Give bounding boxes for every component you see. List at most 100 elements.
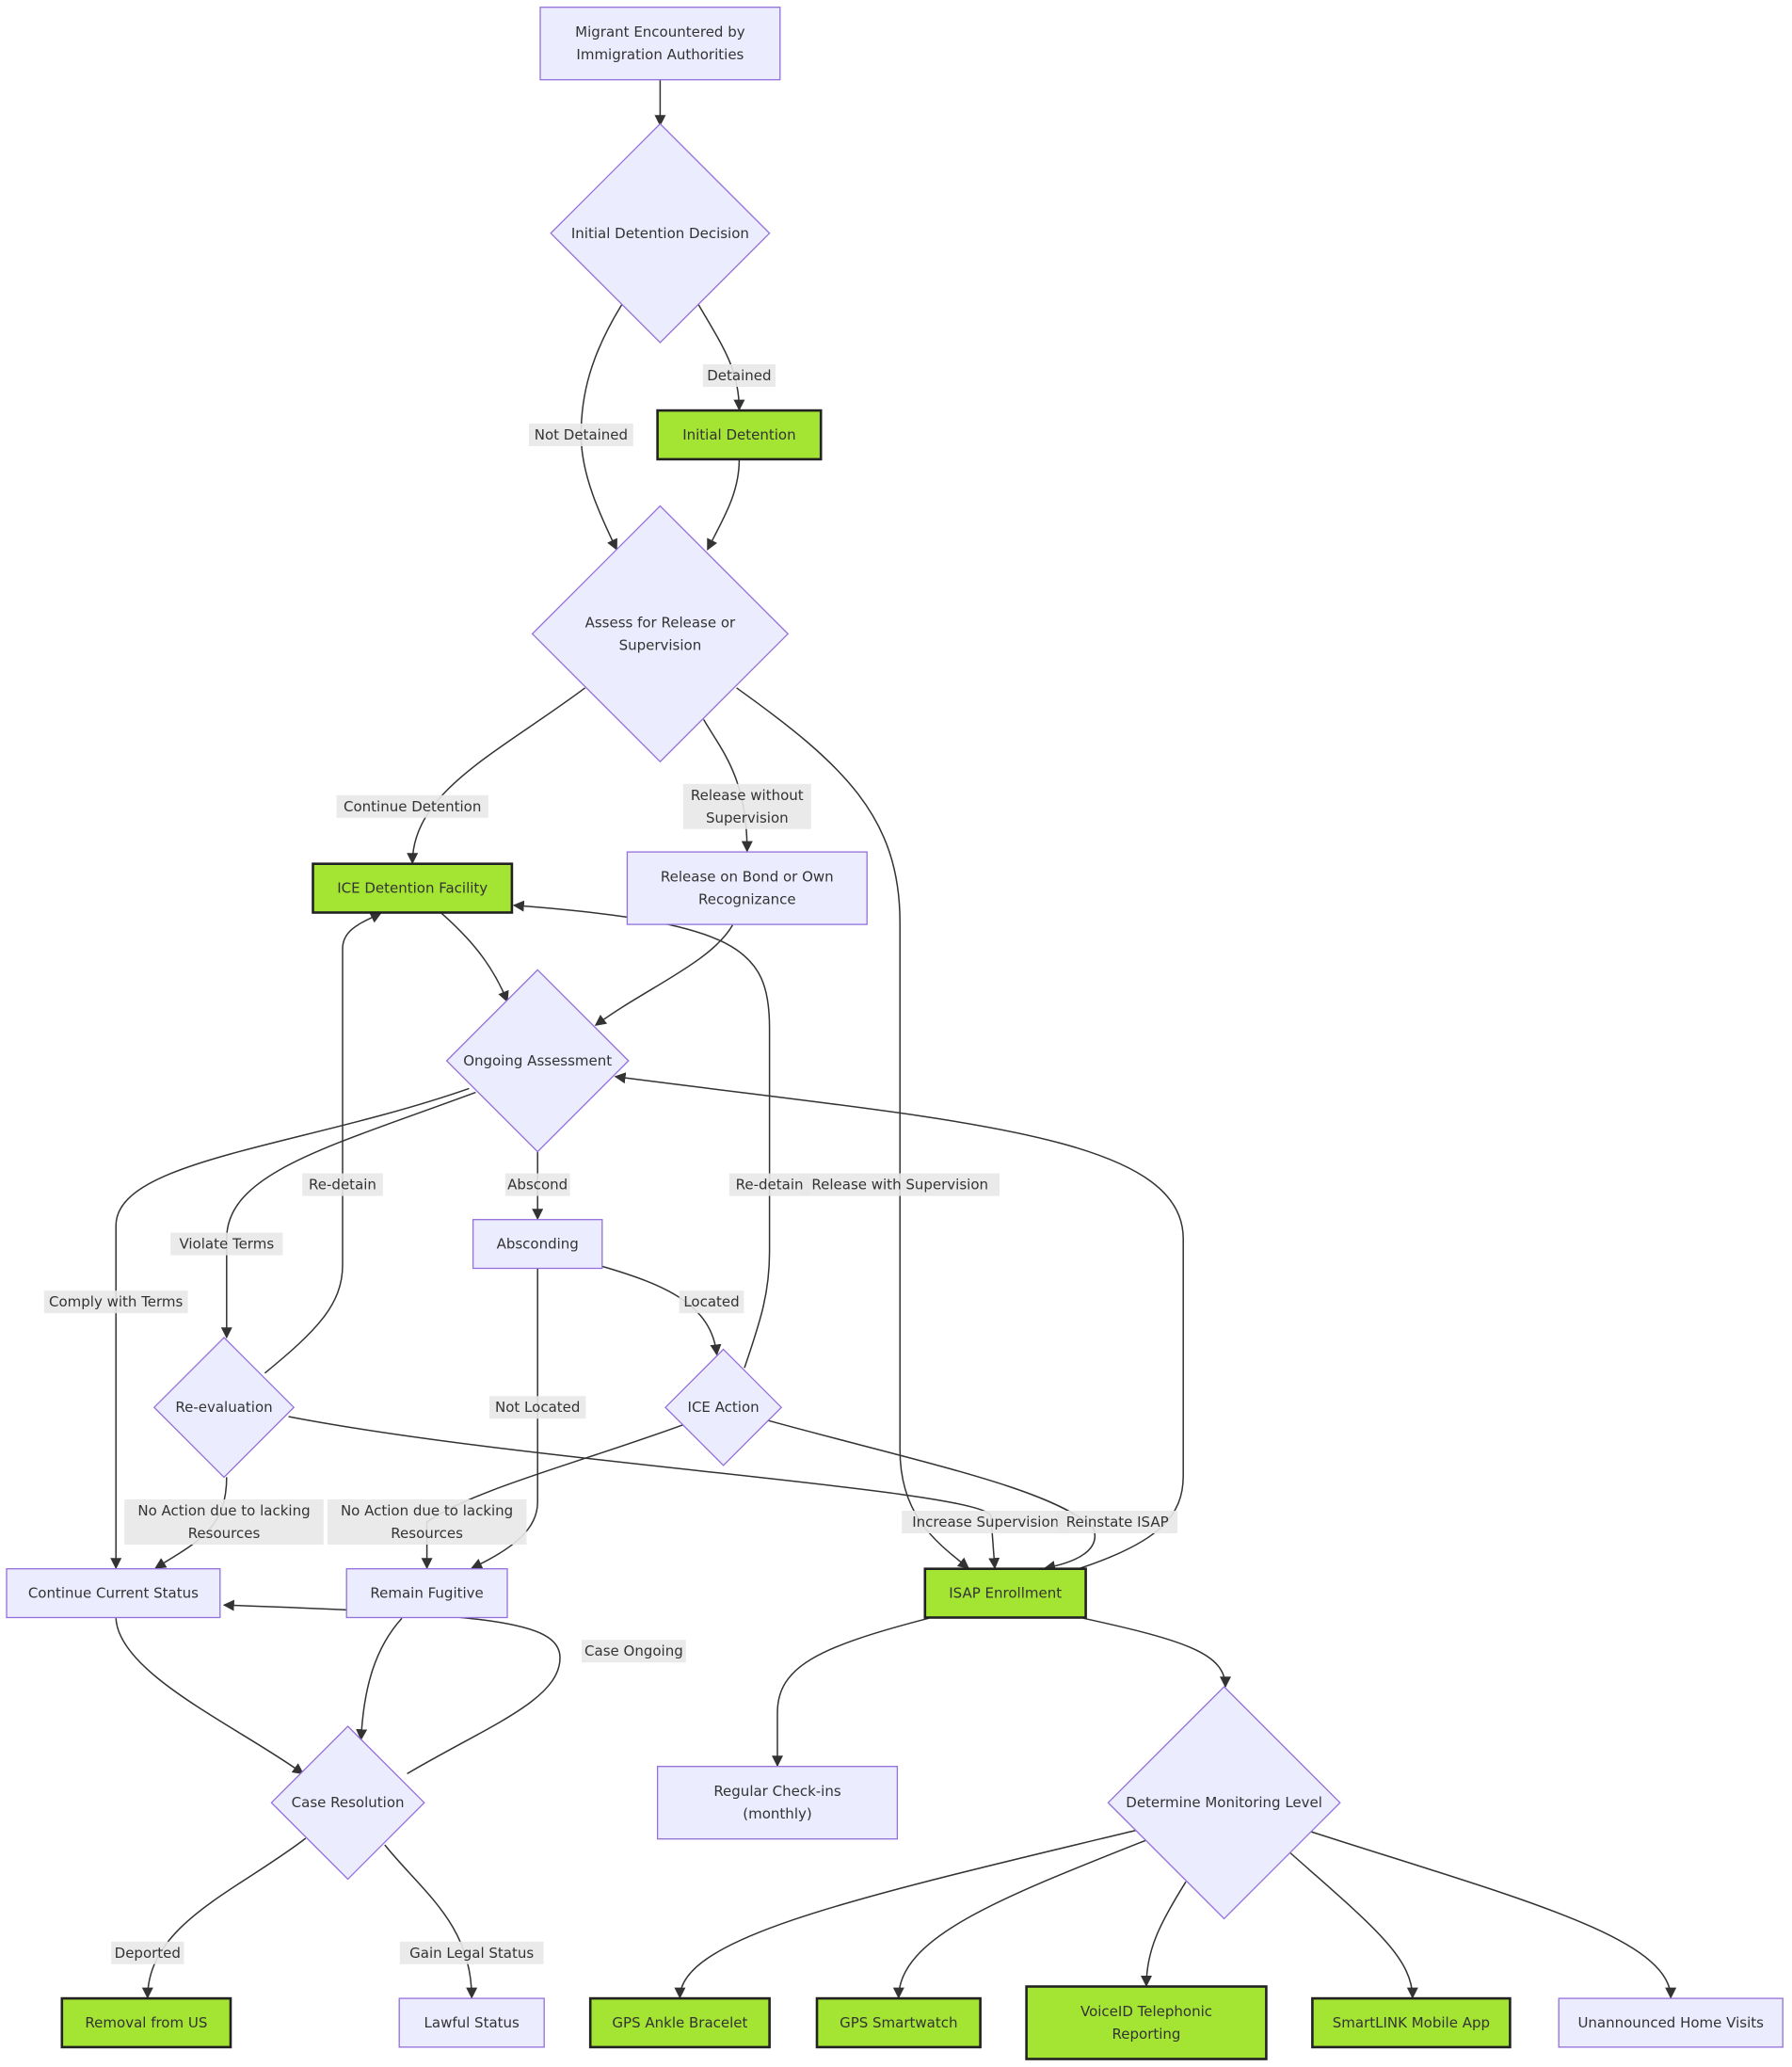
- edge-label-text: Reinstate ISAP: [1066, 1514, 1169, 1530]
- edge-label-text: Not Located: [495, 1399, 580, 1416]
- node-label: (monthly): [743, 1805, 811, 1822]
- node-label: Re-evaluation: [175, 1399, 272, 1416]
- edge-label-background: [1057, 1511, 1177, 1533]
- edge-label-background: [582, 1640, 686, 1663]
- edge-ice_action-to-isap: [768, 1419, 1096, 1572]
- process-box: [1025, 1985, 1268, 2060]
- process-box: [398, 1997, 545, 2048]
- process-box: [656, 409, 823, 461]
- node-gps-watch: GPS Smartwatch: [815, 1996, 982, 2049]
- edge-continue_status-to-case_resolution: [115, 1618, 304, 1775]
- process-box: [6, 1568, 221, 1619]
- edge-ongoing-to-reevaluation: [220, 1091, 476, 1339]
- node-ongoing: Ongoing Assessment: [445, 969, 630, 1153]
- edge-label-background: [327, 1499, 527, 1545]
- edge-release_bond-to-ongoing: [594, 924, 734, 1026]
- node-initial-decision: Initial Detention Decision: [550, 122, 771, 344]
- node-label: Removal from US: [85, 2014, 207, 2031]
- node-encounter: Migrant Encountered by Immigration Author…: [539, 7, 781, 81]
- edge-label-text: Deported: [115, 1945, 181, 1962]
- process-box: [588, 1996, 771, 2049]
- decision-diamond: [531, 505, 790, 763]
- edge-label-background: [124, 1499, 324, 1545]
- nodes-layer: Migrant Encountered by Immigration Author…: [6, 7, 1784, 2060]
- edge-label: Case Ongoing: [582, 1640, 686, 1663]
- node-label: Immigration Authorities: [576, 46, 744, 63]
- edge-label-text: Release without: [691, 787, 804, 804]
- edge-label: Release with Supervision: [800, 1173, 1000, 1196]
- edge-label: Not Detained: [529, 424, 633, 446]
- edge-label-text: Located: [683, 1293, 739, 1310]
- decision-diamond: [270, 1725, 425, 1881]
- edge-label: Gain Legal Status: [399, 1941, 544, 1964]
- edge-label-text: No Action due to lacking: [137, 1502, 310, 1519]
- edge-monitoring-to-smartlink: [1288, 1851, 1418, 1999]
- edge-label-text: Case Ongoing: [584, 1642, 683, 1659]
- node-label: Migrant Encountered by: [575, 24, 745, 40]
- edge-reevaluation-to-isap: [288, 1416, 1000, 1570]
- edge-label-text: Increase Supervision: [912, 1514, 1059, 1530]
- node-isap: ISAP Enrollment: [923, 1567, 1087, 1619]
- edge-label-text: Detained: [707, 367, 771, 384]
- node-smartlink: SmartLINK Mobile App: [1311, 1996, 1512, 2049]
- edge-label: Located: [679, 1290, 744, 1314]
- edge-label-text: Release with Supervision: [811, 1177, 988, 1194]
- edge-label: Comply with Terms: [43, 1290, 188, 1314]
- edge-label: Abscond: [504, 1173, 570, 1196]
- edge-label-background: [302, 1173, 383, 1196]
- edge-label: Re-detain: [302, 1173, 383, 1196]
- edge-fugitive-to-case_resolution: [356, 1617, 403, 1741]
- edge-label-background: [489, 1396, 586, 1419]
- edge-label-text: Violate Terms: [179, 1236, 274, 1253]
- node-label: SmartLINK Mobile App: [1333, 2014, 1490, 2031]
- node-checkins: Regular Check-ins (monthly): [656, 1766, 899, 1840]
- edge-label: Increase Supervision: [902, 1511, 1070, 1533]
- node-label: Regular Check-ins: [713, 1783, 841, 1800]
- node-label: Ongoing Assessment: [463, 1052, 612, 1069]
- edge-label-background: [43, 1290, 188, 1314]
- edge-monitoring-to-gps_watch: [892, 1838, 1148, 1999]
- node-label: Remain Fugitive: [370, 1585, 483, 1602]
- edge-label: Reinstate ISAP: [1057, 1511, 1177, 1533]
- edge-label-background: [170, 1232, 283, 1256]
- edge-label-text: Re-detain: [736, 1177, 804, 1194]
- node-label: Initial Detention: [682, 426, 795, 443]
- node-label: ICE Detention Facility: [337, 880, 488, 897]
- edge-label-text: No Action due to lacking: [341, 1502, 513, 1519]
- edge-label-background: [682, 783, 811, 829]
- node-label: Release on Bond or Own: [661, 869, 834, 886]
- edge-label: Not Located: [489, 1396, 586, 1419]
- edge-monitoring-to-voiceid: [1141, 1881, 1187, 1987]
- edge-isap-to-checkins: [772, 1617, 930, 1768]
- decision-diamond: [445, 969, 630, 1153]
- edge-case_resolution-to-lawful: [384, 1844, 478, 1999]
- edge-label-background: [336, 794, 488, 818]
- node-label: Unannounced Home Visits: [1577, 2014, 1764, 2031]
- node-case-resolution: Case Resolution: [270, 1725, 425, 1881]
- node-label: Determine Monitoring Level: [1126, 1794, 1322, 1811]
- process-box: [60, 1996, 232, 2049]
- node-label: Case Resolution: [292, 1794, 405, 1811]
- edge-label-background: [504, 1173, 570, 1196]
- edge-initial_detention-to-assess: [707, 459, 741, 551]
- edge-label-text: Gain Legal Status: [409, 1945, 534, 1962]
- node-label: ISAP Enrollment: [949, 1585, 1062, 1602]
- decision-diamond: [664, 1348, 783, 1466]
- edge-ice_facility-to-ongoing: [440, 912, 509, 1003]
- process-box: [1311, 1996, 1512, 2049]
- edge-label-text: Abscond: [507, 1177, 568, 1194]
- node-continue-status: Continue Current Status: [6, 1568, 221, 1619]
- edge-assess-to-ice_facility: [407, 687, 586, 865]
- edge-initial_decision-to-initial_detention: [697, 304, 745, 411]
- node-label: Reporting: [1112, 2026, 1181, 2043]
- edge-label-text: Continue Detention: [344, 798, 481, 815]
- decision-diamond: [152, 1337, 296, 1479]
- node-label: Assess for Release or: [585, 614, 736, 631]
- edge-label-text: Supervision: [706, 809, 789, 826]
- edge-label-background: [800, 1173, 1000, 1196]
- node-label: Initial Detention Decision: [571, 225, 749, 242]
- edge-reevaluation-to-ice_facility: [264, 912, 382, 1374]
- node-label: GPS Ankle Bracelet: [612, 2014, 747, 2031]
